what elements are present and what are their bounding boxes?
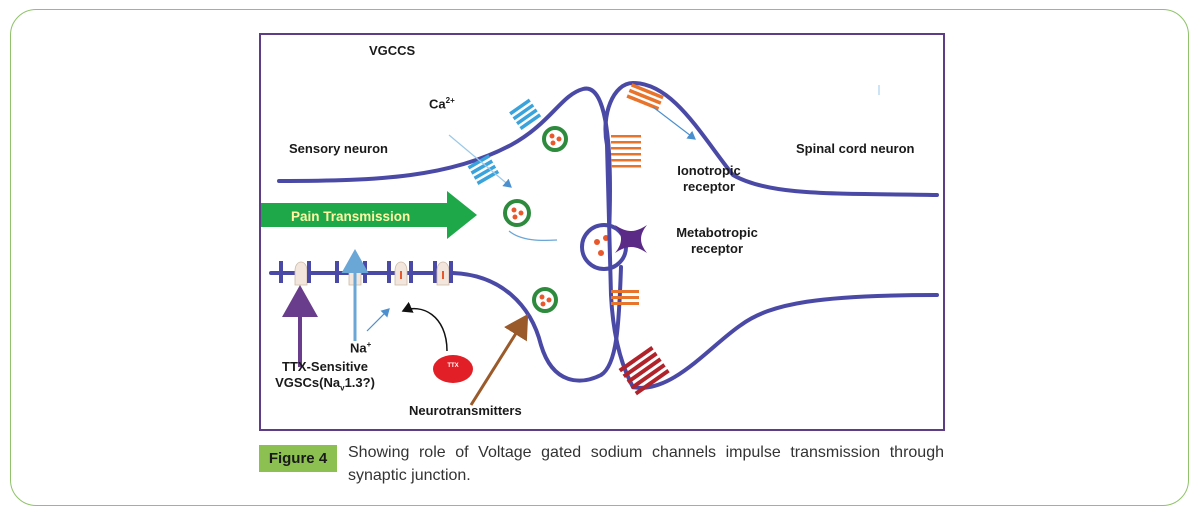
receptor-lower-orange [611,290,639,305]
spinal-neuron-upper-membrane [603,80,939,197]
neurotransmitter-arrow [469,313,529,406]
receptor-stack-cleft [611,135,641,168]
vesicle-1 [542,126,568,152]
synapse-diagram-svg [261,80,939,406]
spinal-cord-neuron-label: Spinal cord neuron [796,141,915,156]
vgccs-label: VGCCS [369,43,416,58]
receptor-dark-bottom [618,346,670,396]
sodium-label: Na+ [350,340,372,356]
calcium-label: Ca2+ [429,96,455,112]
sensory-neuron-label: Sensory neuron [289,141,388,156]
vgcc-channel-lower [467,154,500,185]
neurotransmitters-label: Neurotransmitters [409,403,522,418]
figure-caption: Showing role of Voltage gated sodium cha… [348,444,944,484]
metabotropic-receptor [615,225,647,253]
ionotropic-receptor-top [626,83,664,111]
figure-diagram: VGCCS Ca2+ Sensory neuron Spinal cord ne… [259,33,945,431]
pain-transmission-arrow [261,191,477,239]
vesicle-3 [532,287,558,313]
figure-number-badge: Figure 4 [259,445,337,472]
ttx-sensitive-vgscs-label: TTX-Sensitive VGSCs(Nav1.3?) [275,359,375,393]
figure-card [10,9,1189,506]
vgcc-channel-upper [509,98,542,131]
pain-transmission-label: Pain Transmission [291,209,411,224]
spinal-neuron-lower-membrane [631,293,939,390]
ttx-label: TTX [447,363,459,369]
vesicle-2 [503,199,531,227]
ttx-toxin-blob [433,355,473,383]
